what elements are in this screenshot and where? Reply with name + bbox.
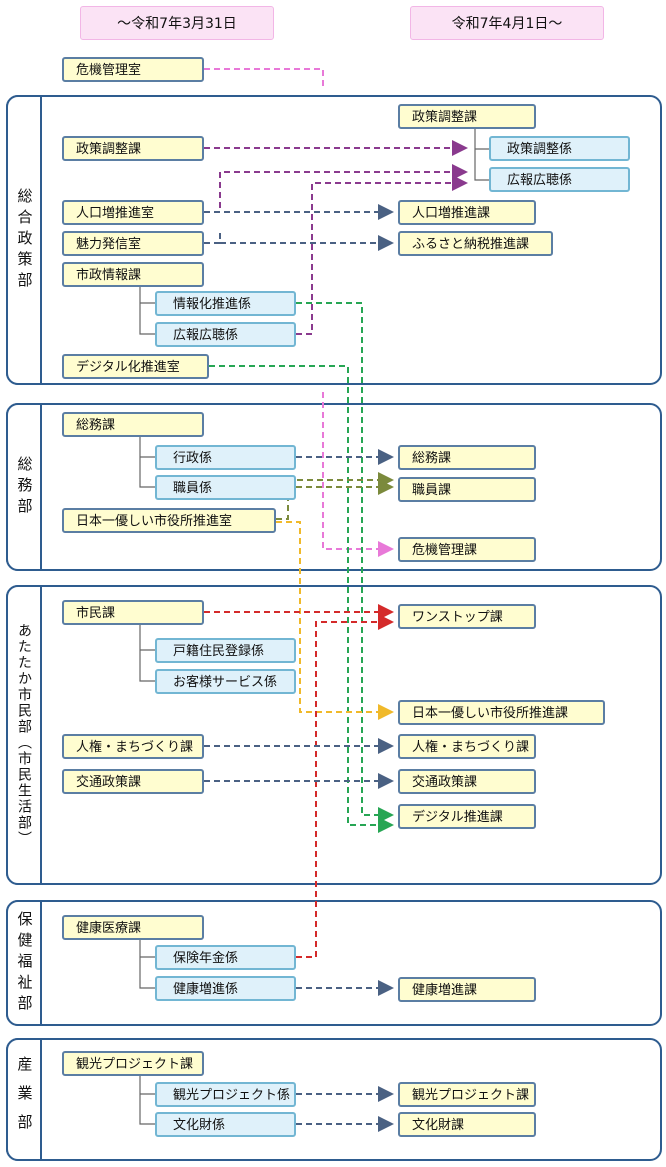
b-shisei-joho-ka: 市政情報課	[62, 262, 204, 287]
dept-label-sogo-seisaku: 総合政策部	[6, 95, 42, 385]
b-koho-kocho-kakari: 広報広聴係	[155, 322, 296, 347]
a-kanko-project-ka: 観光プロジェクト課	[398, 1082, 536, 1107]
b-yasashii-shiyakusho-shitsu: 日本一優しい市役所推進室	[62, 508, 276, 533]
b-shokuin-kakari: 職員係	[155, 475, 296, 500]
b-kenko-iryo-ka: 健康医療課	[62, 915, 204, 940]
b-miryoku-hasshin-shitsu: 魅力発信室	[62, 231, 204, 256]
a-kenko-zoshin-ka: 健康増進課	[398, 977, 536, 1002]
a-jinken-machizukuri-ka: 人権・まちづくり課	[398, 734, 536, 759]
a-koho-kocho-kakari: 広報広聴係	[489, 167, 630, 192]
a-one-stop-ka: ワンストップ課	[398, 604, 536, 629]
b-shimin-ka: 市民課	[62, 600, 204, 625]
dept-label-sangyo: 産業部	[6, 1038, 42, 1161]
b-bunkazai-kakari: 文化財係	[155, 1112, 296, 1137]
a-somu-ka: 総務課	[398, 445, 536, 470]
a-bunkazai-ka: 文化財課	[398, 1112, 536, 1137]
b-kotsu-seisaku-ka: 交通政策課	[62, 769, 204, 794]
a-kotsu-seisaku-ka: 交通政策課	[398, 769, 536, 794]
b-hoken-nenkin-kakari: 保険年金係	[155, 945, 296, 970]
b-seisaku-chosei-ka: 政策調整課	[62, 136, 204, 161]
b-kenko-zoshin-kakari: 健康増進係	[155, 976, 296, 1001]
dept-label-somu: 総務部	[6, 403, 42, 571]
b-kanko-project-kakari: 観光プロジェクト係	[155, 1082, 296, 1107]
header-before: ～令和7年3月31日	[80, 6, 274, 40]
a-seisaku-chosei-kakari: 政策調整係	[489, 136, 630, 161]
b-johoka-suishin-kakari: 情報化推進係	[155, 291, 296, 316]
b-digital-ka-suishin-shitsu: デジタル化推進室	[62, 354, 209, 379]
kiki-kanri-shitsu: 危機管理室	[62, 57, 204, 82]
dept-label-hoken-fukushi: 保健福祉部	[6, 900, 42, 1026]
b-jinken-machizukuri-ka: 人権・まちづくり課	[62, 734, 204, 759]
header-after: 令和7年4月1日～	[410, 6, 604, 40]
b-koseki-jumin-kakari: 戸籍住民登録係	[155, 638, 296, 663]
b-somu-ka: 総務課	[62, 412, 204, 437]
b-jinko-zo-shitsu: 人口増推進室	[62, 200, 204, 225]
a-seisaku-chosei-ka: 政策調整課	[398, 104, 536, 129]
dept-label-atataka-shimin: あたたか市民部（市民生活部）	[6, 585, 42, 885]
a-jinko-zo-suishin-ka: 人口増推進課	[398, 200, 536, 225]
a-furusato-nozei-suishin-ka: ふるさと納税推進課	[398, 231, 553, 256]
a-digital-suishin-ka: デジタル推進課	[398, 804, 536, 829]
a-shokuin-ka: 職員課	[398, 477, 536, 502]
b-gyosei-kakari: 行政係	[155, 445, 296, 470]
b-kanko-project-ka: 観光プロジェクト課	[62, 1051, 204, 1076]
b-okyakusama-service-kakari: お客様サービス係	[155, 669, 296, 694]
a-yasashii-shiyakusho-ka: 日本一優しい市役所推進課	[398, 700, 605, 725]
a-kiki-kanri-ka: 危機管理課	[398, 537, 536, 562]
